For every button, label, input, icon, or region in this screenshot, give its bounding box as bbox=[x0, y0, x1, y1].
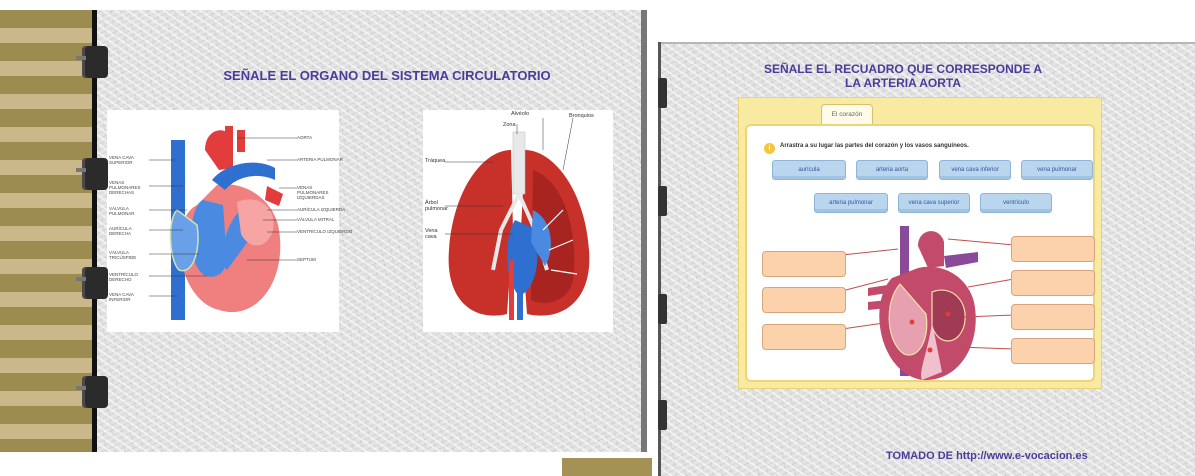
info-icon: i bbox=[764, 143, 775, 154]
left-slide-title: SEÑALE EL ORGANO DEL SISTEMA CIRCULATORI… bbox=[187, 68, 587, 83]
lungs-label-alveolo: Alvéolo bbox=[511, 111, 529, 117]
right-slide-top-border bbox=[658, 42, 1195, 44]
source-credit: TOMADO DE http://www.e-vocacion.es bbox=[886, 450, 1088, 462]
binder-tab-2 bbox=[658, 186, 667, 216]
drop-box-left-1[interactable] bbox=[762, 251, 846, 277]
heart-label-left-0: VENA CAVA SUPERIOR bbox=[109, 155, 149, 165]
heart-label-left-5: VENTRÍCULO DERECHO bbox=[109, 272, 149, 282]
option-ventriculo[interactable]: ventrículo bbox=[980, 193, 1052, 213]
heart-label-left-3: AURÍCULA DERECHA bbox=[109, 226, 149, 236]
binder-tab-3 bbox=[658, 294, 667, 324]
drop-box-right-2[interactable] bbox=[1011, 270, 1095, 296]
option-arteria-pulmonar[interactable]: arteria pulmonar bbox=[814, 193, 888, 213]
left-slide: SEÑALE EL ORGANO DEL SISTEMA CIRCULATORI… bbox=[0, 10, 652, 452]
heart-diagram-image[interactable]: AORTA ARTERIA PULMONAR VENAS PULMONARES … bbox=[107, 110, 339, 332]
option-vena-cava-superior[interactable]: vena cava superior bbox=[898, 193, 970, 213]
right-title-line2: LA ARTERIA AORTA bbox=[718, 76, 1088, 90]
heart-label-aorta: AORTA bbox=[297, 135, 312, 140]
lungs-illustration bbox=[423, 110, 613, 332]
binder-ring-4 bbox=[82, 376, 108, 408]
heart-label-left-6: VENA CAVA INFERIOR bbox=[109, 292, 149, 302]
right-slide: SEÑALE EL RECUADRO QUE CORRESPONDE A LA … bbox=[658, 42, 1195, 476]
lungs-label-vena-cava: Vena cava bbox=[425, 228, 447, 240]
right-title-line1: SEÑALE EL RECUADRO QUE CORRESPONDE A bbox=[718, 62, 1088, 76]
heart-label-right-2: VENAS PULMONARES IZQUIERDAS bbox=[297, 185, 337, 200]
heart-label-right-6: SEPTUM bbox=[297, 257, 316, 262]
heart-label-left-2: VÁLVULA PULMONAR bbox=[109, 206, 149, 216]
page-edge bbox=[641, 10, 647, 452]
option-vena-pulmonar[interactable]: vena pulmonar bbox=[1021, 160, 1093, 180]
binder-ring-1 bbox=[82, 46, 108, 78]
option-auricula[interactable]: aurícula bbox=[772, 160, 846, 180]
binder-ring-3 bbox=[82, 267, 108, 299]
heart-label-left-4: VÁLVULA TRICÚSPIDE bbox=[109, 250, 149, 260]
heart-label-right-5: VENTRÍCULO IZQUIERDO bbox=[297, 229, 352, 234]
lungs-label-bronquios: Bronquios bbox=[569, 113, 594, 119]
right-slide-title: SEÑALE EL RECUADRO QUE CORRESPONDE A LA … bbox=[718, 62, 1088, 90]
heart-label-right-4: VÁLVULA MITRAL bbox=[297, 217, 334, 222]
lungs-diagram-image[interactable]: Alvéolo Bronquios Tráquea Árbol pulmonar… bbox=[423, 110, 613, 332]
drop-box-right-1[interactable] bbox=[1011, 236, 1095, 262]
heart-label-right-1: ARTERIA PULMONAR bbox=[297, 157, 343, 162]
heart-label-left-1: VENAS PULMONARES DERECHAS bbox=[109, 180, 149, 195]
lungs-label-zona: Zona bbox=[503, 122, 516, 128]
drop-box-left-3[interactable] bbox=[762, 324, 846, 350]
binder-tab-1 bbox=[658, 78, 667, 108]
lungs-label-arbol: Árbol pulmonar bbox=[425, 200, 449, 212]
binder-ring-2 bbox=[82, 158, 108, 190]
left-slide-page: SEÑALE EL ORGANO DEL SISTEMA CIRCULATORI… bbox=[97, 10, 647, 452]
tab-el-corazon[interactable]: El corazón bbox=[821, 104, 873, 124]
option-vena-cava-inferior[interactable]: vena cava inferior bbox=[939, 160, 1011, 180]
drop-box-right-4[interactable] bbox=[1011, 338, 1095, 364]
option-arteria-aorta[interactable]: arteria aorta bbox=[856, 160, 928, 180]
activity-instruction: Arrastra a su lugar las partes del coraz… bbox=[780, 143, 969, 149]
connector-lines bbox=[828, 237, 1028, 367]
drop-box-left-2[interactable] bbox=[762, 287, 846, 313]
binder-tab-4 bbox=[658, 400, 667, 430]
lungs-label-traquea: Tráquea bbox=[425, 158, 445, 164]
heart-label-right-3: AURÍCULA IZQUIERDA bbox=[297, 207, 345, 212]
notebook-bottom-tab bbox=[562, 458, 652, 476]
drop-box-right-3[interactable] bbox=[1011, 304, 1095, 330]
